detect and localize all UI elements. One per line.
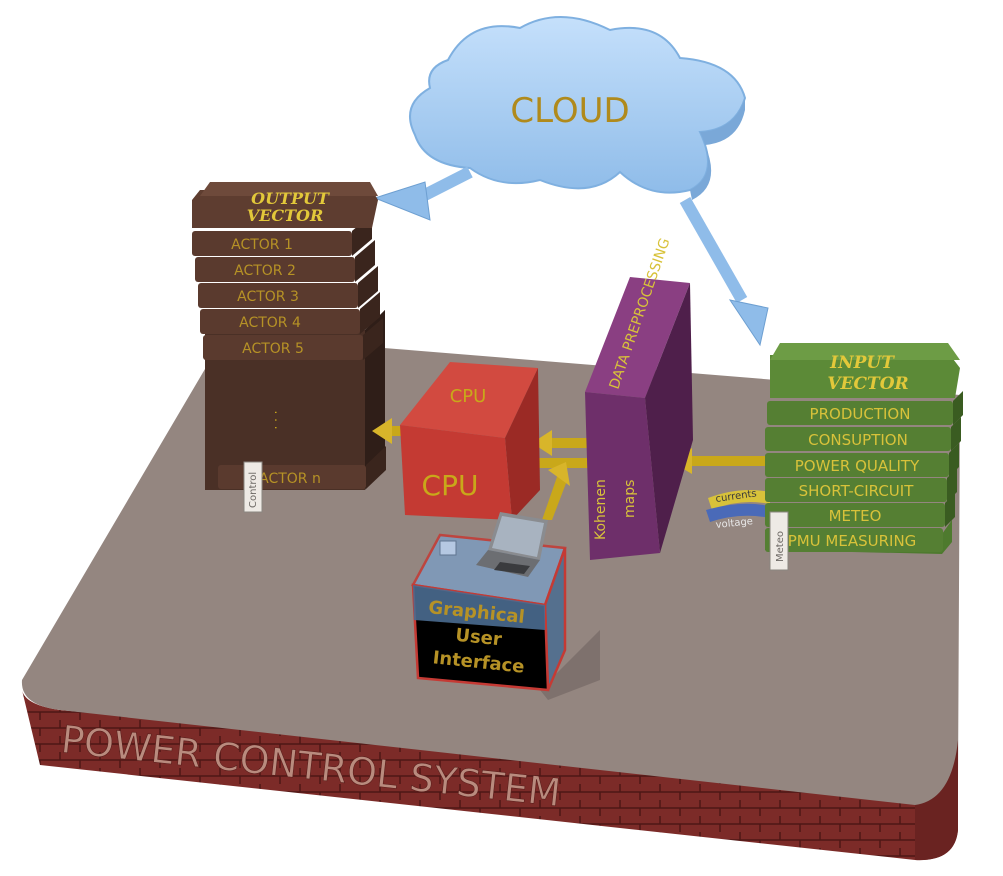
control-tag-label: Control [248, 472, 259, 508]
arrow-preprocessing-to-cpu-1 [532, 430, 588, 456]
output-item-n: ACTOR n [259, 471, 321, 487]
input-vector-tower: currents voltage [706, 343, 963, 571]
input-item-4: SHORT-CIRCUIT [799, 482, 915, 500]
cpu-block: CPU CPU [400, 362, 540, 520]
input-item-6: PMU MEASURING [788, 532, 917, 550]
output-slab-5 [203, 318, 383, 360]
output-item-5: ACTOR 5 [242, 341, 304, 357]
arrow-cpu-to-output [372, 418, 410, 444]
input-item-2: CONSUPTION [808, 431, 908, 449]
input-item-3: POWER QUALITY [795, 457, 920, 475]
arrow-gui-to-cpu [542, 462, 570, 520]
input-title-line2: VECTOR [827, 374, 908, 394]
input-slab-1 [767, 391, 963, 425]
input-slab-6 [765, 520, 952, 554]
cpu-front-label: CPU [422, 469, 479, 502]
meteo-tag-label: Meteo [775, 531, 786, 562]
output-ellipsis: . . . [272, 410, 286, 429]
output-slab-3 [198, 266, 378, 308]
gui-label-line2: User [454, 625, 502, 651]
cpu-top-label: CPU [450, 386, 487, 407]
gui-desk: Graphical User Interface [411, 512, 600, 700]
output-slab-4 [200, 292, 380, 334]
cloud-label: CLOUD [510, 91, 629, 131]
output-vector-tower: OUTPUT VECTOR ACTOR 1 ACTOR 2 ACTOR 3 AC… [192, 182, 386, 513]
cloud: CLOUD [409, 16, 747, 200]
preprocessing-front-line1: Kohenen [593, 479, 609, 540]
cloud-to-output-arrow [373, 166, 473, 221]
output-slab-2 [195, 240, 375, 282]
laptop-icon [476, 512, 548, 577]
output-item-3: ACTOR 3 [237, 289, 299, 305]
data-preprocessing-block: DATA PREPROCESSING Kohenen maps [585, 236, 693, 560]
cloud-to-input-arrow [679, 197, 769, 347]
signal-label-voltage: voltage [715, 516, 753, 531]
preprocessing-front-line2: maps [622, 480, 638, 518]
output-item-4: ACTOR 4 [239, 315, 301, 331]
input-slab-3 [765, 443, 959, 477]
output-title-slab [192, 182, 378, 228]
output-title-line1: OUTPUT [251, 189, 330, 208]
platform-side-right [915, 740, 958, 861]
platform-side-front [22, 690, 958, 861]
output-item-1: ACTOR 1 [231, 237, 293, 253]
output-title-line2: VECTOR [247, 206, 323, 225]
signal-ribbons: currents voltage [706, 488, 770, 531]
control-tag: Control [243, 461, 263, 513]
cloud-shape [409, 16, 747, 194]
input-item-1: PRODUCTION [810, 405, 911, 423]
input-slab-2 [765, 417, 961, 451]
output-item-2: ACTOR 2 [234, 263, 296, 279]
phone-icon [439, 540, 457, 556]
meteo-tag: Meteo [769, 511, 789, 571]
input-title-slab [770, 343, 960, 398]
input-item-5: METEO [829, 507, 882, 525]
input-title-line1: INPUT [829, 353, 895, 373]
